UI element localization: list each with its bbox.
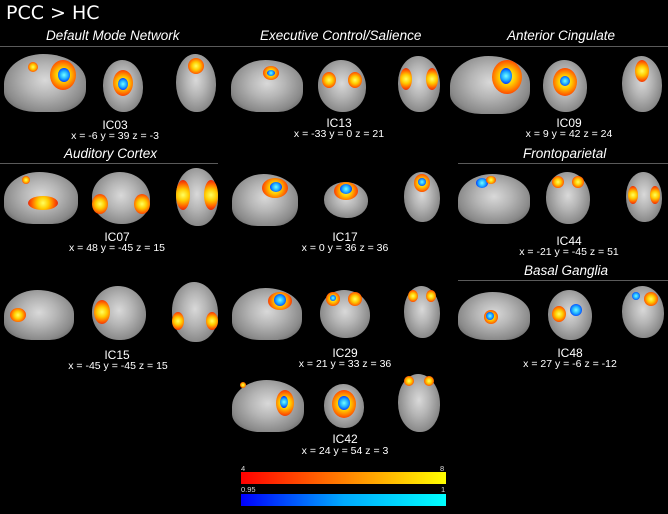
coords-ic13: x = -33 y = 0 z = 21 bbox=[293, 128, 385, 140]
brain-coronal-ic17 bbox=[324, 182, 368, 218]
brain-coronal-ic09 bbox=[543, 60, 587, 112]
network-label-frontoparietal: Frontoparietal bbox=[523, 146, 607, 161]
colorbar-hot bbox=[241, 472, 446, 484]
colorbar-cold-min-label: 0.95 bbox=[241, 485, 256, 494]
brain-sagittal-ic44 bbox=[458, 174, 530, 224]
coords-ic29: x = 21 y = 33 z = 36 bbox=[298, 358, 392, 370]
brain-coronal-ic48 bbox=[548, 290, 592, 340]
brain-sagittal-ic29 bbox=[232, 288, 302, 340]
brain-axial-ic29 bbox=[404, 286, 440, 338]
brain-coronal-ic03 bbox=[103, 60, 143, 112]
component-label-ic17: IC17 bbox=[332, 230, 358, 244]
coords-ic17: x = 0 y = 36 z = 36 bbox=[301, 242, 389, 254]
network-label-basal-ganglia: Basal Ganglia bbox=[524, 263, 609, 278]
coords-ic42: x = 24 y = 54 z = 3 bbox=[301, 445, 389, 457]
component-label-ic09: IC09 bbox=[556, 116, 582, 130]
divider-auditory bbox=[0, 163, 218, 164]
divider-basal-ganglia bbox=[458, 280, 668, 281]
coords-ic03: x = -6 y = 39 z = -3 bbox=[71, 130, 159, 142]
network-label-anterior-cingulate: Anterior Cingulate bbox=[507, 28, 616, 43]
divider-frontoparietal bbox=[458, 163, 668, 164]
coords-ic44: x = -21 y = -45 z = 51 bbox=[519, 246, 619, 258]
component-label-ic13: IC13 bbox=[326, 116, 352, 130]
coords-ic15: x = -45 y = -45 z = 15 bbox=[68, 360, 168, 372]
component-label-ic48: IC48 bbox=[557, 346, 583, 360]
colorbar-cold-max-label: 1 bbox=[441, 485, 446, 494]
brain-sagittal-ic17 bbox=[232, 174, 298, 226]
brain-axial-ic13 bbox=[398, 56, 440, 112]
network-label-default-mode: Default Mode Network bbox=[46, 28, 180, 43]
colorbar-hot-min-label: 4 bbox=[241, 464, 246, 473]
brain-coronal-ic42 bbox=[324, 384, 364, 428]
component-label-ic15: IC15 bbox=[104, 348, 130, 362]
colorbar-cold bbox=[241, 494, 446, 506]
component-label-ic29: IC29 bbox=[332, 346, 358, 360]
brain-axial-ic42 bbox=[398, 374, 440, 432]
coords-ic48: x = 27 y = -6 z = -12 bbox=[523, 358, 617, 370]
brain-sagittal-ic15 bbox=[4, 290, 74, 340]
component-label-ic03: IC03 bbox=[102, 118, 128, 132]
brain-sagittal-ic13 bbox=[231, 60, 303, 112]
brain-sagittal-ic42 bbox=[232, 380, 304, 432]
brain-axial-ic07 bbox=[176, 168, 218, 226]
component-label-ic07: IC07 bbox=[104, 230, 130, 244]
brain-sagittal-ic09 bbox=[450, 56, 530, 114]
network-label-executive-control: Executive Control/Salience bbox=[260, 28, 422, 43]
brain-axial-ic03 bbox=[176, 54, 216, 112]
figure-title: PCC > HC bbox=[6, 2, 100, 24]
brain-sagittal-ic07 bbox=[4, 172, 78, 224]
brain-sagittal-ic03 bbox=[4, 54, 86, 112]
coords-ic09: x = 9 y = 42 z = 24 bbox=[525, 128, 613, 140]
brain-sagittal-ic48 bbox=[458, 292, 530, 340]
colorbar-hot-max-label: 8 bbox=[440, 464, 445, 473]
component-label-ic42: IC42 bbox=[332, 432, 358, 446]
brain-axial-ic15 bbox=[172, 282, 218, 342]
brain-coronal-ic44 bbox=[546, 172, 590, 224]
brain-axial-ic09 bbox=[622, 56, 662, 112]
coords-ic07: x = 48 y = -45 z = 15 bbox=[68, 242, 166, 254]
brain-coronal-ic13 bbox=[318, 60, 366, 112]
brain-coronal-ic15 bbox=[92, 286, 146, 340]
brain-coronal-ic29 bbox=[320, 290, 370, 338]
header-divider bbox=[0, 46, 668, 47]
network-label-auditory-cortex: Auditory Cortex bbox=[64, 146, 158, 161]
brain-axial-ic48 bbox=[622, 286, 664, 338]
brain-coronal-ic07 bbox=[92, 172, 150, 224]
brain-axial-ic17 bbox=[404, 172, 440, 222]
brain-axial-ic44 bbox=[626, 172, 662, 222]
component-label-ic44: IC44 bbox=[556, 234, 582, 248]
